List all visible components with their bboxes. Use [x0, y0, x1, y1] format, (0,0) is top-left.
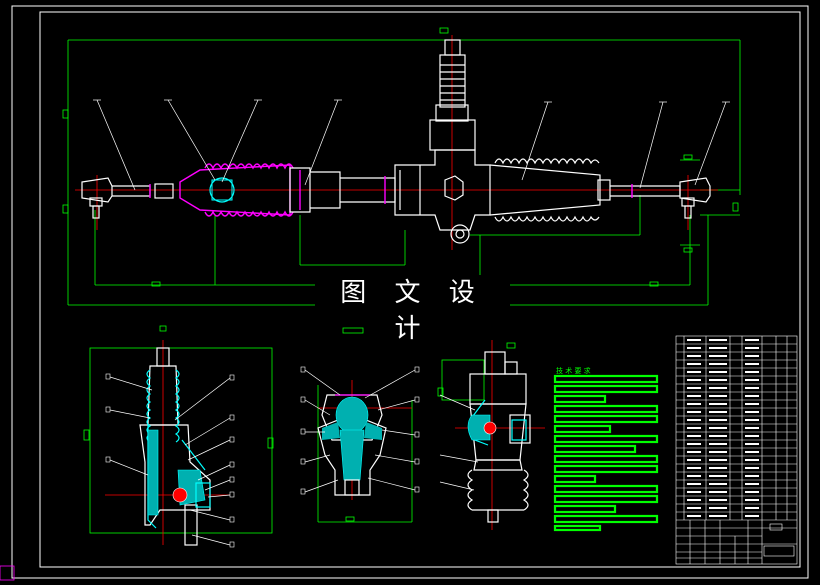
inner-border [39, 11, 801, 568]
title-block [675, 335, 798, 565]
technical-notes [553, 374, 659, 532]
watermark-text: 图 文 设 计 [315, 275, 510, 344]
side-view [437, 340, 545, 530]
outer-border [11, 5, 809, 579]
main-assembly-view [62, 27, 741, 334]
title-block-text-marks [687, 339, 759, 517]
pinion-section-view [83, 325, 274, 548]
technical-notes-title: 技 术 要 求 [556, 367, 591, 375]
ball-joint-section-view [300, 366, 420, 523]
ucs-marker [0, 565, 15, 581]
